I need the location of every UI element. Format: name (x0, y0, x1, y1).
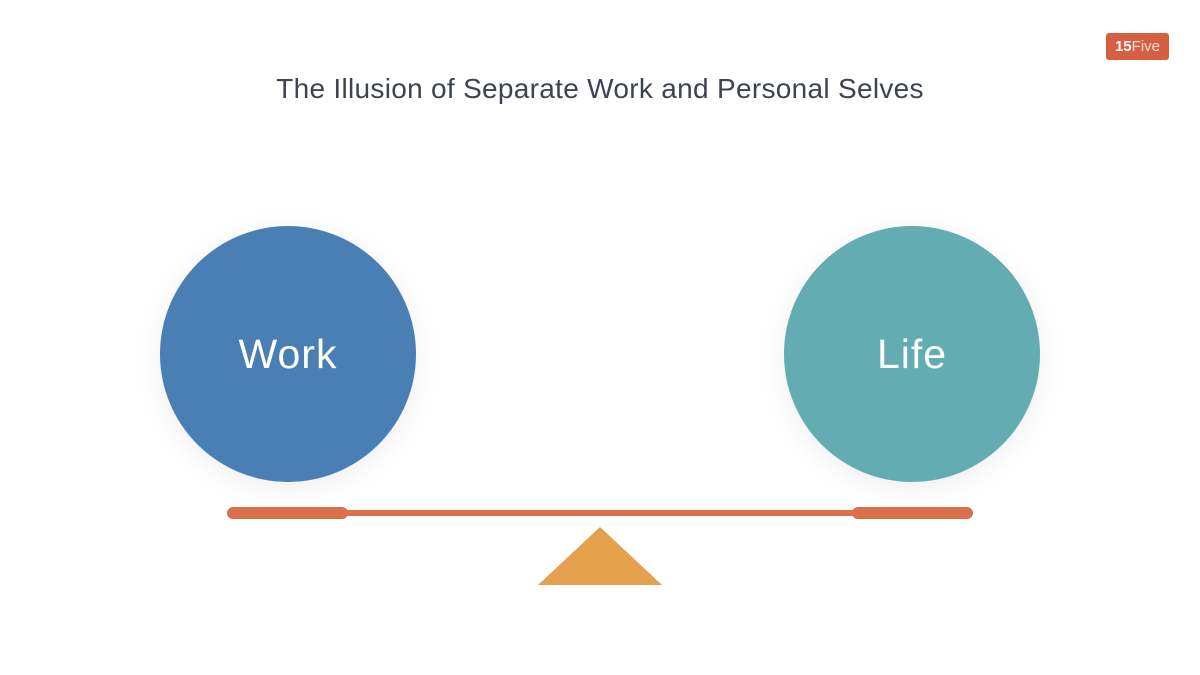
beam-right-cap (852, 507, 973, 519)
life-circle: Life (784, 226, 1040, 482)
logo-text-bold: 15 (1114, 38, 1132, 55)
fulcrum-triangle (538, 527, 662, 585)
beam-left-cap (227, 507, 348, 519)
work-circle-label: Work (238, 330, 338, 377)
work-circle: Work (160, 226, 416, 482)
logo-text-light: Five (1131, 38, 1160, 55)
life-circle-label: Life (876, 330, 948, 377)
slide-title: The Illusion of Separate Work and Person… (276, 73, 924, 104)
balance-beam (228, 510, 972, 516)
